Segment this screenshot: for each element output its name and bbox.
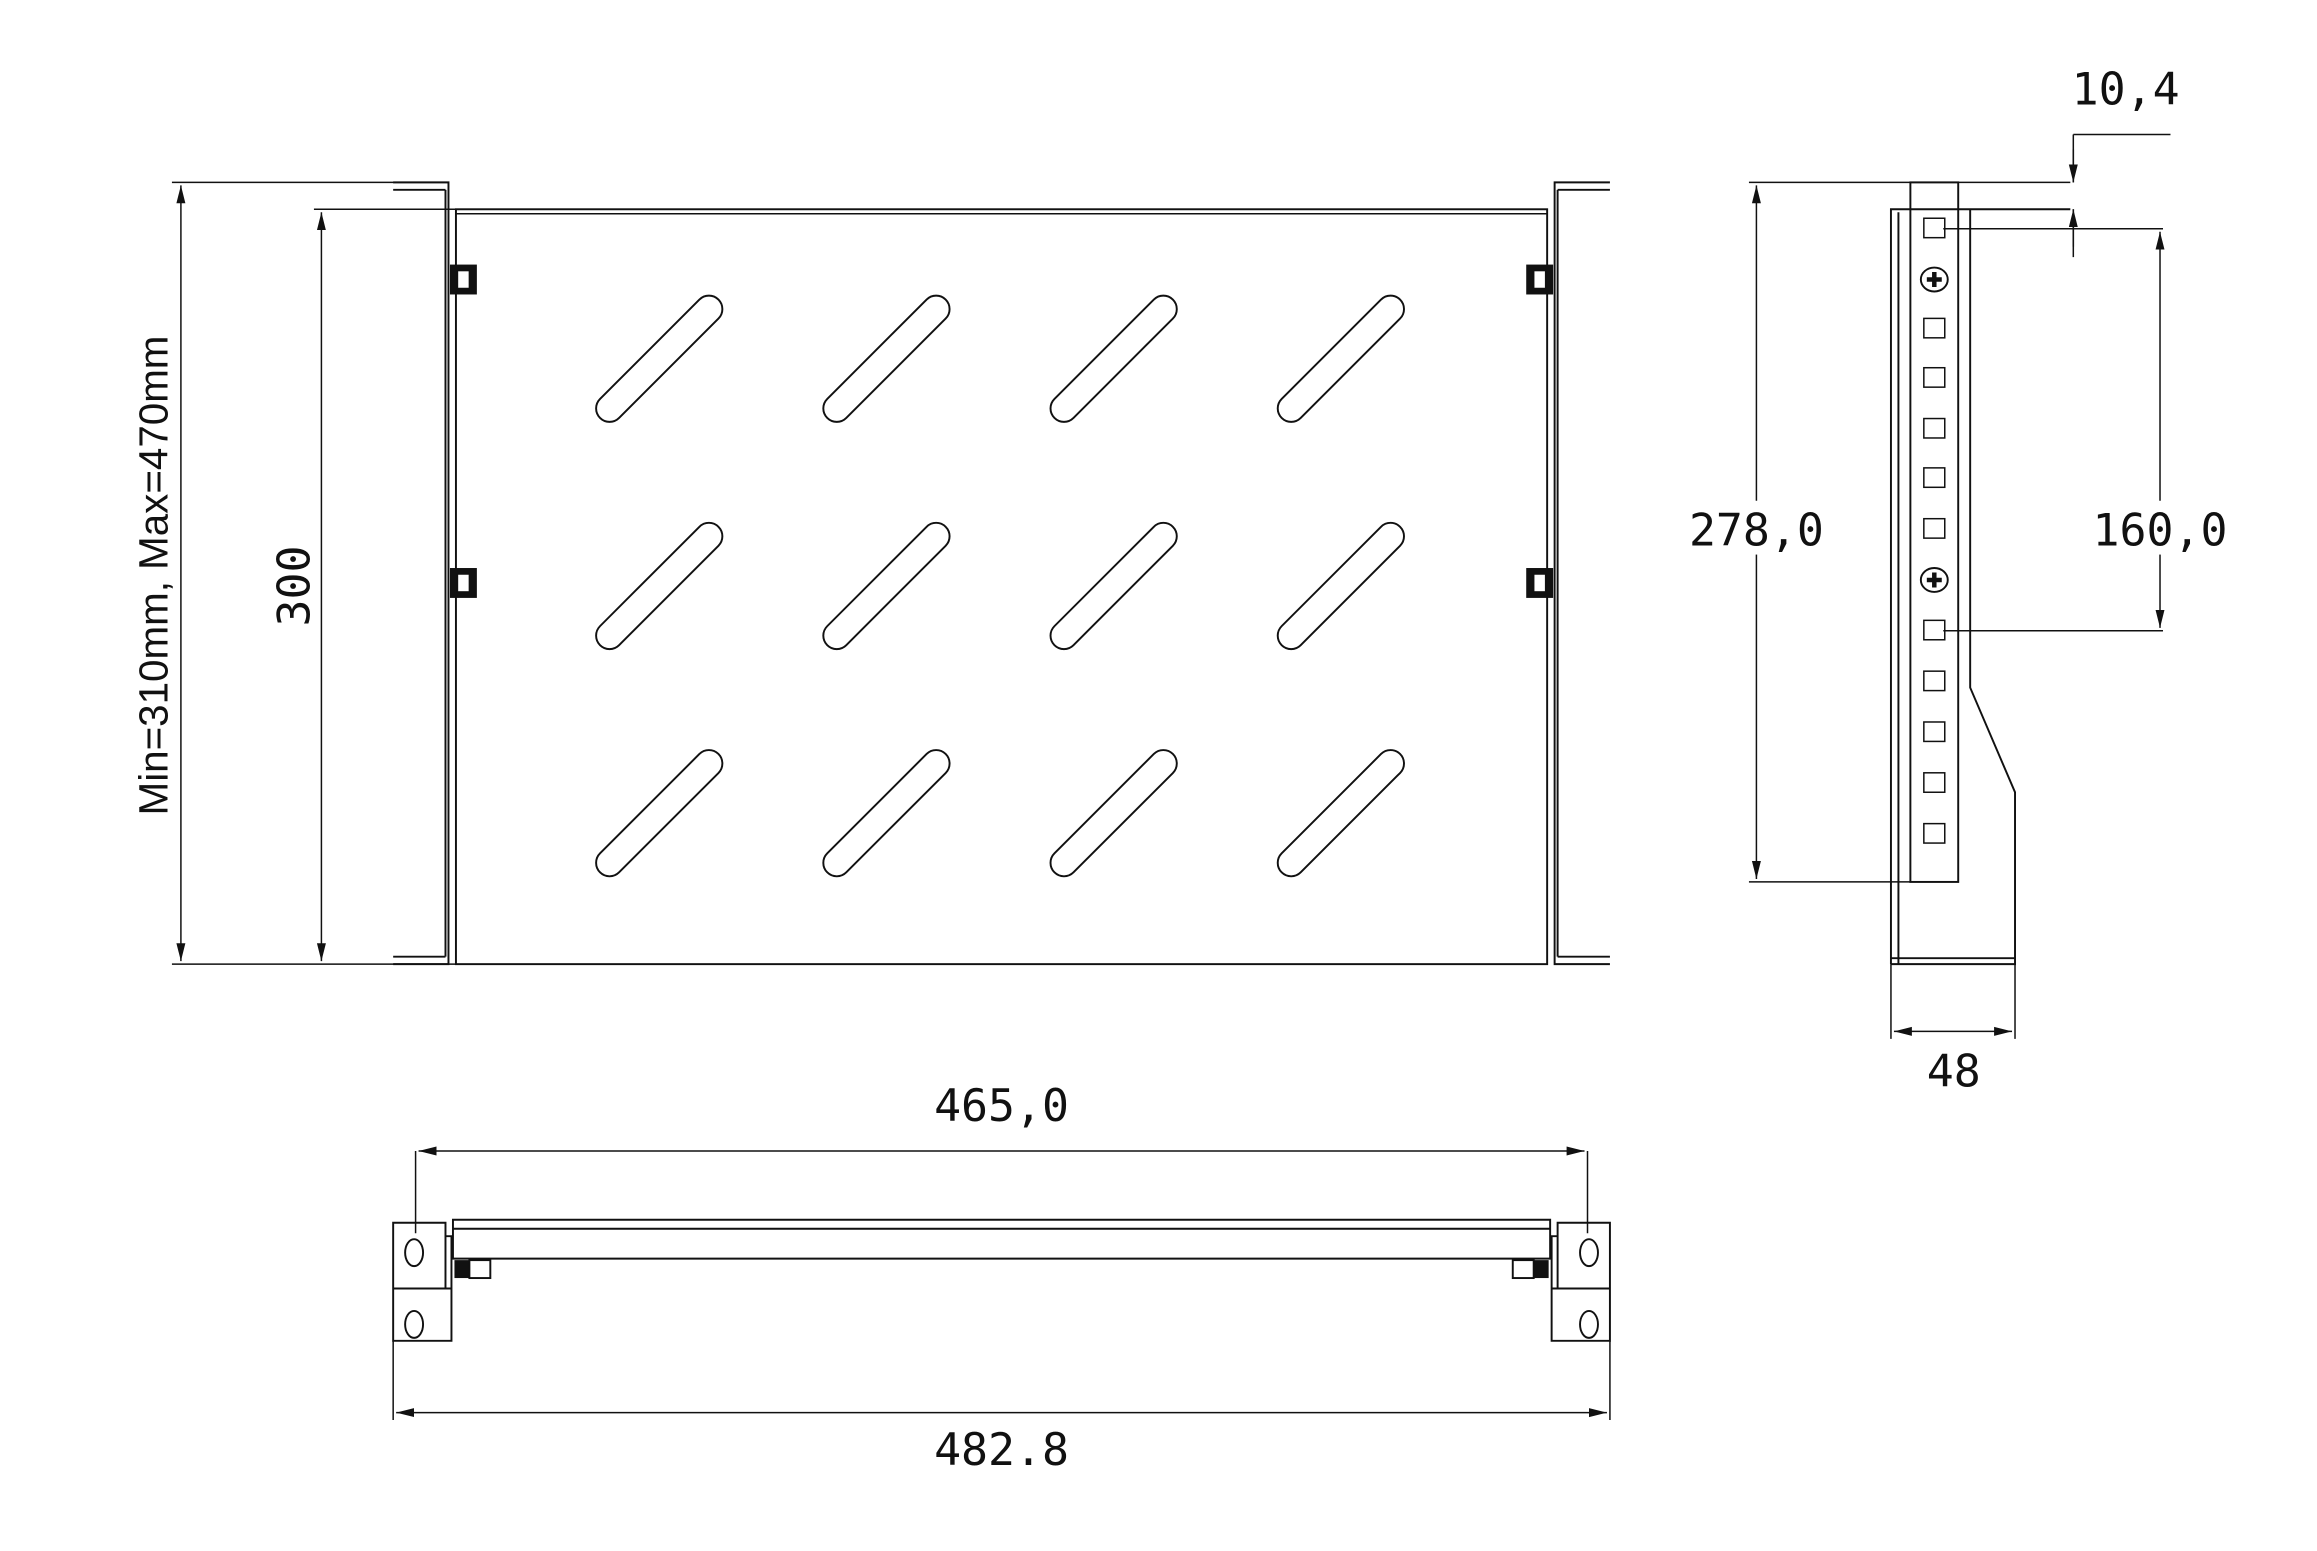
square-hole <box>1923 721 1946 743</box>
right-screw-profile <box>1533 1260 1549 1279</box>
ventilation-slot <box>822 294 951 423</box>
screw-icon <box>449 568 477 598</box>
square-hole <box>1923 517 1946 539</box>
square-hole <box>1923 317 1946 339</box>
screw-icon <box>1526 568 1554 598</box>
ventilation-slot <box>822 749 951 878</box>
ventilation-slot <box>822 521 951 651</box>
outer-width-label: 482.8 <box>934 1423 1069 1476</box>
cage-screw-icon <box>1919 266 1949 293</box>
left-mounting-flange <box>393 181 450 966</box>
spacing-label: 160,0 <box>2093 504 2228 557</box>
ventilation-slot <box>595 521 724 651</box>
shelf-side-plate <box>1889 208 2071 966</box>
square-hole <box>1923 467 1946 489</box>
right-bracket <box>1550 1221 1611 1342</box>
rack-rail <box>1909 181 1960 883</box>
ventilation-slot <box>1276 521 1405 651</box>
depth-label: 300 <box>267 545 320 626</box>
left-screw-profile <box>454 1260 470 1279</box>
adjust-range-label: Min=310mm, Max=470mm <box>130 336 176 816</box>
ventilation-slot <box>1049 521 1178 651</box>
shelf-panel <box>454 208 1549 966</box>
ventilation-slot <box>1049 294 1178 423</box>
screw-icon <box>449 264 477 295</box>
square-hole <box>1923 366 1946 388</box>
front-view: 300 Min=310mm, Max=470mm <box>130 181 1610 966</box>
right-mounting-flange <box>1553 181 1610 966</box>
square-hole <box>1923 670 1946 692</box>
screws <box>449 264 1554 598</box>
ventilation-slot <box>1276 749 1405 878</box>
offset-label: 10,4 <box>2072 63 2180 116</box>
left-bracket <box>392 1221 453 1342</box>
ventilation-slots <box>595 294 1405 878</box>
square-hole <box>1923 619 1946 641</box>
inner-width-label: 465,0 <box>934 1079 1069 1132</box>
width-label: 48 <box>1927 1045 1981 1098</box>
side-view: 278,0 10,4 160,0 48 <box>1689 63 2228 1098</box>
ventilation-slot <box>595 294 724 423</box>
square-hole <box>1923 822 1946 844</box>
height-label: 278,0 <box>1689 504 1824 557</box>
ventilation-slot <box>1049 749 1178 878</box>
screw-icon <box>1526 264 1554 295</box>
bottom-view: 465,0 482.8 <box>392 1079 1611 1476</box>
shelf-profile <box>451 1218 1552 1260</box>
cage-screw-icon <box>1919 567 1949 593</box>
rail-holes <box>1919 217 1949 844</box>
ventilation-slot <box>1276 294 1405 423</box>
square-hole <box>1923 772 1946 793</box>
square-hole <box>1923 217 1946 239</box>
ventilation-slot <box>595 749 724 878</box>
square-hole <box>1923 417 1946 439</box>
